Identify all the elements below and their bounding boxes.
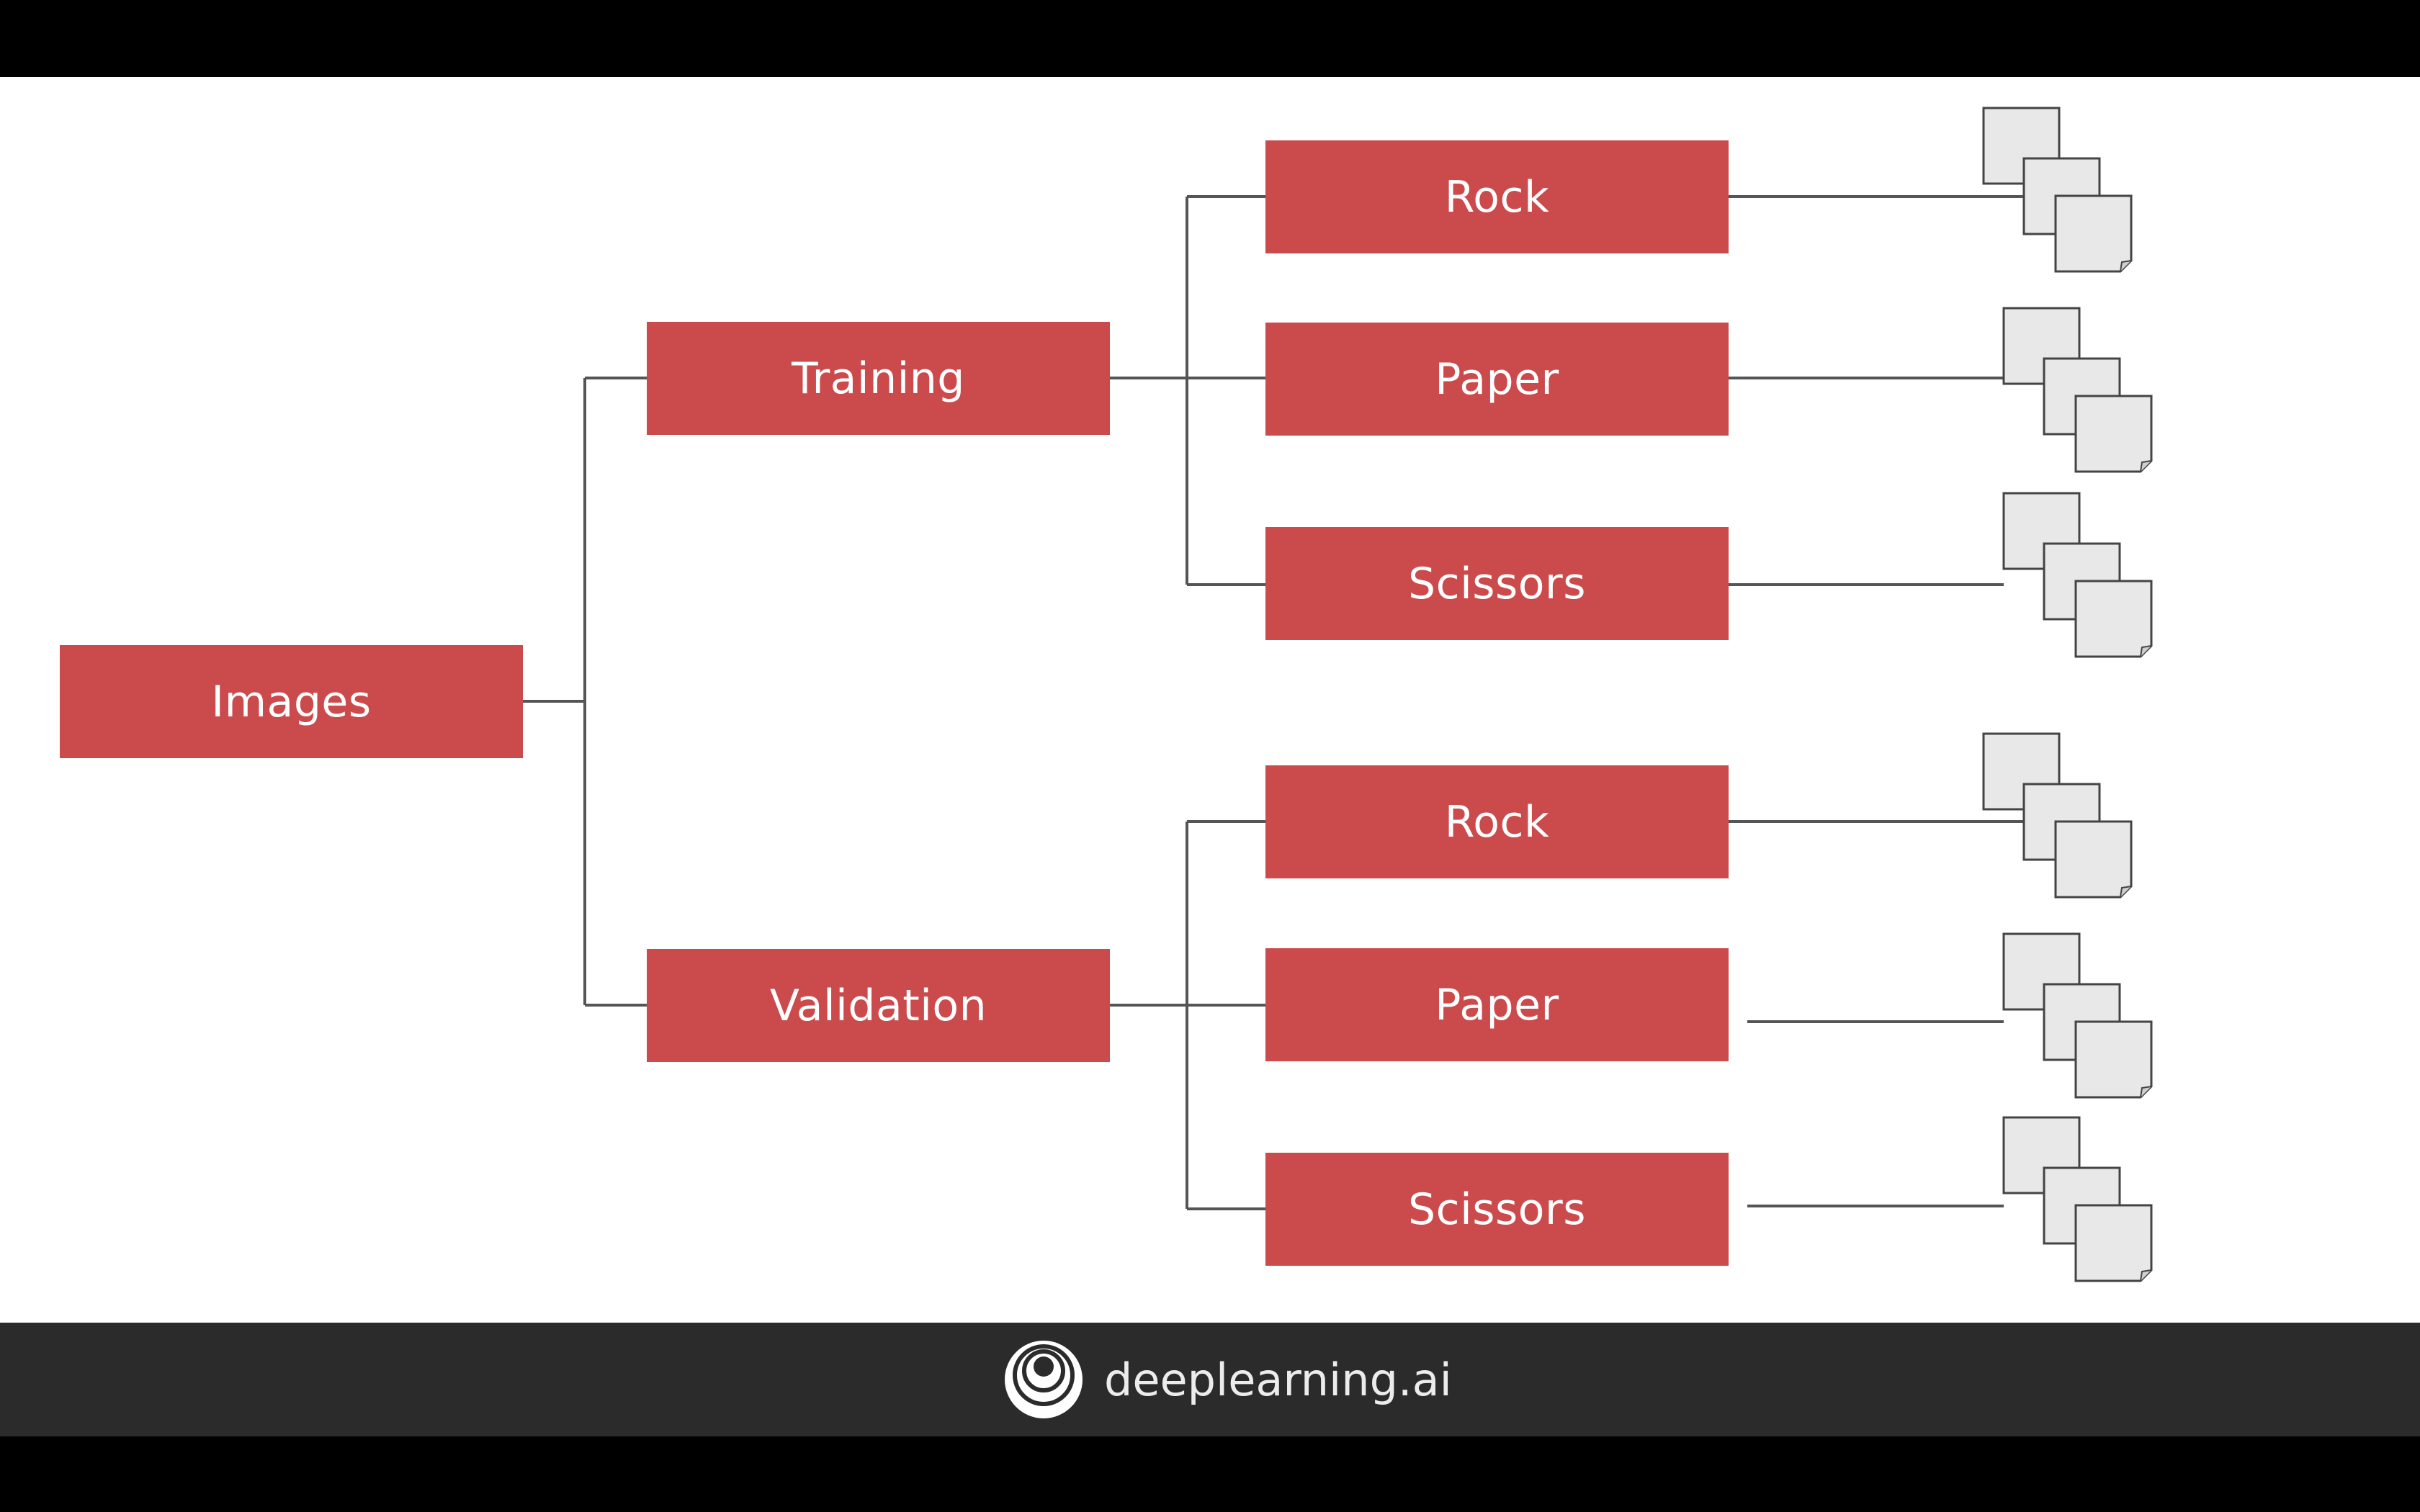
connector-files [1726,195,2025,1207]
node-label: Images [211,676,372,727]
node-images: Images [60,645,523,758]
brand-name: deeplearning.ai [1104,1353,1452,1406]
node-label: Paper [1435,354,1559,405]
footer-bar [0,1323,2420,1436]
node-label: Training [792,353,965,404]
image-files-icon [2004,308,2151,472]
connector-validation [1108,820,1265,1210]
node-label: Rock [1444,171,1550,222]
node-label: Paper [1435,979,1559,1030]
image-files-icon [1984,734,2131,897]
connector-training [1108,195,1265,586]
node-training: Training [647,322,1110,435]
node-label: Scissors [1408,1184,1586,1235]
node-validation: Validation [647,949,1110,1062]
brand: deeplearning.ai [1003,1339,1452,1420]
node-label: Validation [769,980,987,1031]
node-label: Rock [1444,796,1550,847]
connector-root [522,377,647,1007]
image-files-icon [2004,493,2151,657]
node-validation-scissors: Scissors [1265,1153,1729,1266]
image-files-icon [2004,934,2151,1097]
image-files-icon [1984,108,2131,271]
image-files-icon [2004,1117,2151,1281]
node-training-scissors: Scissors [1265,527,1729,640]
node-label: Scissors [1408,558,1586,609]
node-training-paper: Paper [1265,323,1729,436]
node-training-rock: Rock [1265,140,1729,253]
node-validation-rock: Rock [1265,765,1729,878]
node-validation-paper: Paper [1265,948,1729,1061]
deeplearning-logo-icon [1005,1341,1083,1418]
